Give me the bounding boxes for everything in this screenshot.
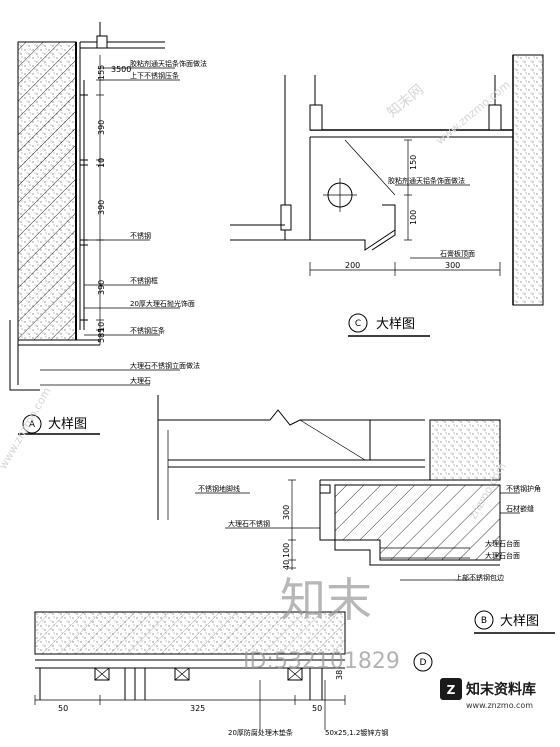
dim-b-1: 100 (282, 543, 291, 558)
label-a-1: 上下不锈钢压条 (130, 71, 179, 80)
label-a-7: 大理石 (130, 376, 151, 385)
label-b-5: 大理石台面 (485, 551, 520, 560)
detail-c-title: 大样图 (376, 317, 415, 332)
logo-badge-icon (440, 678, 462, 700)
watermark-diag-0: www.znzmo.com (0, 385, 54, 471)
svg-text:Z: Z (447, 683, 456, 697)
dim-c-3: 300 (445, 261, 460, 270)
dim-d-2: 50 (312, 704, 322, 713)
dim-d-0: 50 (58, 704, 68, 713)
label-d-1: 50x25,1.2镀锌方钢 (325, 728, 388, 737)
dim-a-1: 155 (97, 65, 106, 80)
dim-a-3: 10 (97, 158, 106, 168)
label-c-1: 石膏板顶面 (440, 249, 475, 258)
logo-text: 知末资料库 (466, 681, 536, 698)
detail-d: 50 325 50 38 20厚防腐处理木垫条 50x25,1.2镀锌方钢 D (34, 611, 433, 737)
label-a-2: 不锈钢 (130, 231, 151, 240)
label-a-3: 不锈钢框 (130, 276, 158, 285)
logo-url: www.znzmo.com (466, 701, 533, 710)
label-b-0: 不锈钢地脚线 (198, 484, 240, 493)
label-d-0: 20厚防腐处理木垫条 (228, 728, 293, 737)
counter-body (334, 484, 501, 561)
dim-a-6: 10 (97, 322, 106, 332)
detail-d-letter: D (420, 658, 427, 668)
dim-a-4: 390 (97, 200, 106, 215)
label-b-2: 不锈钢护角 (506, 484, 541, 493)
detail-b-marker (474, 610, 494, 630)
detail-a-marker (22, 414, 42, 434)
label-b-6: 上部不锈钢包边 (455, 573, 504, 582)
watermark-diag-2: 知末网 (384, 81, 427, 121)
brand-logo: Z 知末资料库 www.znzmo.com (440, 678, 536, 710)
detail-a-letter: A (29, 420, 36, 430)
detail-c-marker (348, 313, 368, 333)
detail-b-letter: B (481, 616, 487, 626)
label-a-5: 不锈钢压条 (130, 326, 165, 335)
detail-c-letter: C (355, 319, 361, 329)
dim-c-2: 200 (345, 261, 360, 270)
detail-b-title: 大样图 (500, 614, 539, 629)
wall-c-concrete (512, 54, 544, 306)
dim-c-0: 150 (409, 155, 418, 170)
label-b-3: 石材嵌缝 (506, 504, 534, 513)
detail-a-title: 大样图 (48, 417, 87, 432)
dim-c-1: 100 (409, 210, 418, 225)
label-a-6: 大理石不锈钢立面做法 (130, 361, 200, 370)
watermark-brand: 知末 (280, 573, 372, 627)
dim-a-2: 390 (97, 120, 106, 135)
detail-c: 150 100 200 300 胶粘剂通天铝条饰面做法 石膏板顶面 C 大样图 (230, 54, 544, 337)
dim-a-0: 3500 (111, 65, 131, 74)
watermark-id: ID:532101829 (243, 649, 400, 674)
dim-b-0: 300 (282, 505, 291, 520)
dim-b-2: 40 (282, 560, 291, 570)
detail-b: 300 100 40 不锈钢地脚线 大理石不锈钢 不锈钢护角 石材嵌缝 大理石台… (157, 395, 555, 634)
detail-d-marker (413, 652, 433, 672)
detail-a: 3500 155 390 10 390 390 10 585 胶粘剂通天铝条饰面… (9, 22, 207, 435)
label-c-0: 胶粘剂通天铝条饰面做法 (388, 176, 465, 185)
label-a-0: 胶粘剂通天铝条饰面做法 (130, 59, 207, 68)
dim-a-7: 585 (97, 328, 106, 343)
dim-d-3: 38 (335, 670, 344, 680)
dim-d-1: 325 (190, 704, 205, 713)
label-b-4: 大理石台面 (485, 539, 520, 548)
label-b-1: 大理石不锈钢 (228, 519, 270, 528)
dim-a-5: 390 (97, 280, 106, 295)
label-a-4: 20厚大理石抛光饰面 (130, 299, 195, 308)
counter-concrete (429, 419, 501, 481)
